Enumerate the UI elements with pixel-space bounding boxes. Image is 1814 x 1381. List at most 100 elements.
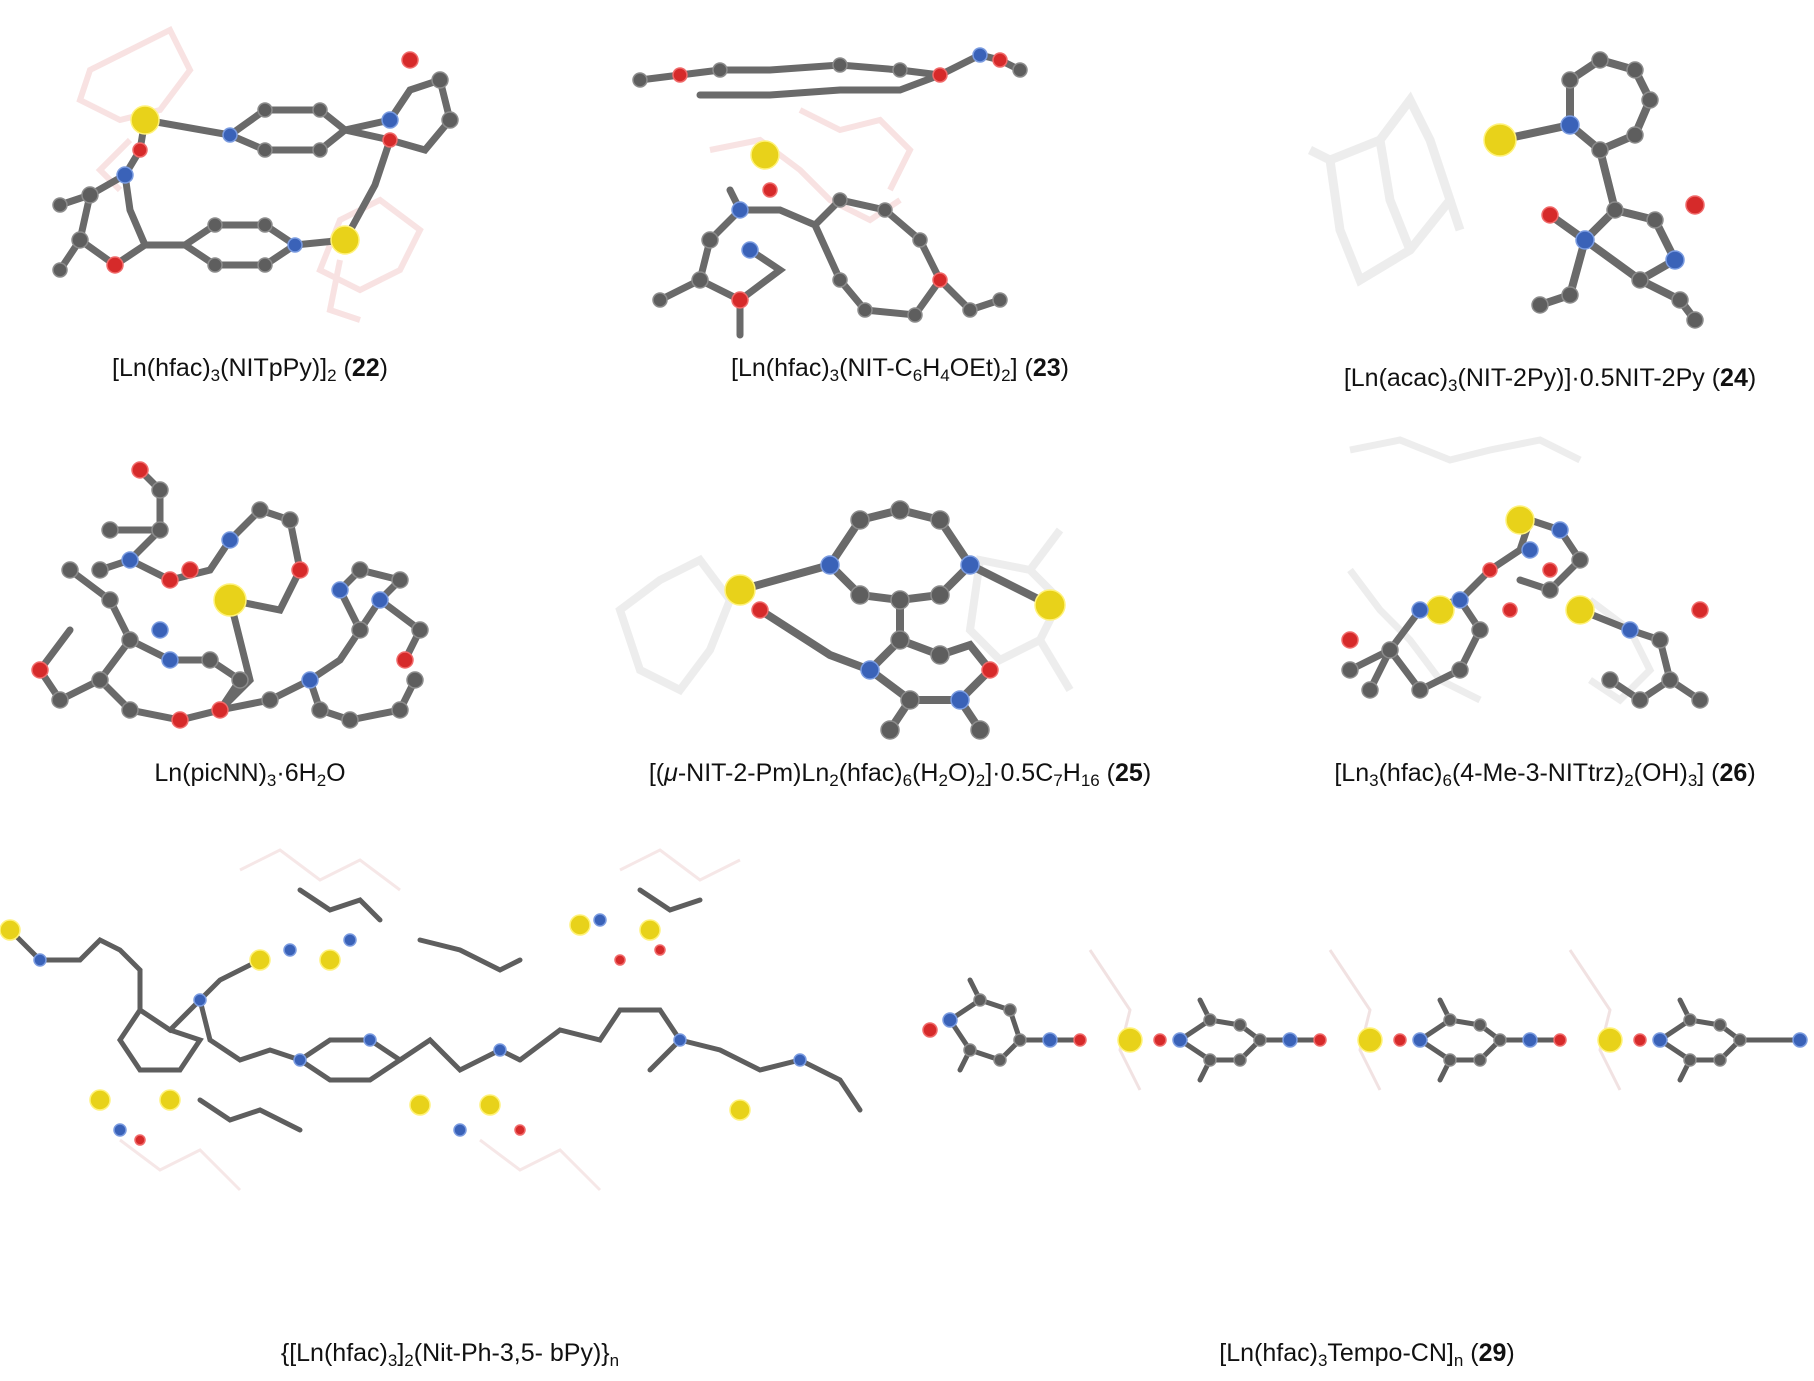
nitrogen-atom xyxy=(493,1043,507,1057)
lanthanide-atom xyxy=(1565,595,1595,625)
oxygen-atom xyxy=(981,661,999,679)
carbon-atom xyxy=(907,307,923,323)
nitrogen-atom xyxy=(1282,1032,1298,1048)
carbon-atom xyxy=(1651,631,1669,649)
oxygen-atom xyxy=(992,52,1008,68)
atom-markers xyxy=(724,500,1066,740)
molecular-structure-29 xyxy=(922,949,1808,1091)
oxygen-atom xyxy=(1313,1033,1327,1047)
structure-panel-23: [Ln(hfac)3(NIT-C6H4OEt)2] (23) xyxy=(632,0,1160,420)
carbon-atom xyxy=(850,510,870,530)
caption-picnn: Ln(picNN)3·6H2O xyxy=(154,759,346,790)
carbon-atom xyxy=(1626,126,1644,144)
lanthanide-atom xyxy=(1357,1027,1383,1053)
carbon-atom xyxy=(857,302,873,318)
nitrogen-atom xyxy=(1551,521,1569,539)
carbon-atom xyxy=(1691,691,1709,709)
carbon-atom xyxy=(312,142,328,158)
nitrogen-atom xyxy=(942,1012,958,1028)
carbon-atom xyxy=(91,561,109,579)
carbon-atom xyxy=(1713,1053,1727,1067)
oxygen-atom xyxy=(731,291,749,309)
nitrogen-atom xyxy=(731,201,749,219)
caption-29: [Ln(hfac)3Tempo-CN]n (29) xyxy=(1219,1339,1515,1370)
carbon-atom xyxy=(1626,61,1644,79)
carbon-atom xyxy=(963,1043,977,1057)
lanthanide-atom xyxy=(213,583,247,617)
carbon-atom xyxy=(880,720,900,740)
oxygen-atom xyxy=(31,661,49,679)
carbon-atom xyxy=(1601,671,1619,689)
atom-markers xyxy=(31,461,429,729)
carbon-atom xyxy=(832,57,848,73)
lanthanide-atom xyxy=(89,1089,111,1111)
nitrogen-atom xyxy=(287,237,303,253)
oxygen-atom xyxy=(1541,206,1559,224)
oxygen-atom xyxy=(922,1022,938,1038)
nitrogen-atom xyxy=(33,953,47,967)
nitrogen-atom xyxy=(121,551,139,569)
atom-markers xyxy=(1341,505,1709,709)
carbon-atom xyxy=(992,292,1008,308)
carbon-atom xyxy=(312,102,328,118)
carbon-atom xyxy=(1641,91,1659,109)
lanthanide-atom xyxy=(0,919,21,941)
nitrogen-atom xyxy=(1412,1032,1428,1048)
nitrogen-atom xyxy=(1172,1032,1188,1048)
carbon-atom xyxy=(691,271,709,289)
lanthanide-atom xyxy=(1425,595,1455,625)
nitrogen-atom xyxy=(381,111,399,129)
carbon-atom xyxy=(832,192,848,208)
atom-markers xyxy=(922,993,1808,1067)
lanthanide-atom xyxy=(130,105,160,135)
carbon-atom xyxy=(1361,681,1379,699)
atom-markers xyxy=(632,47,1028,323)
nitrogen-atom xyxy=(860,660,880,680)
nitrogen-atom xyxy=(453,1123,467,1137)
structure-panel-picnn: Ln(picNN)3·6H2O xyxy=(20,430,480,800)
carbon-atom xyxy=(1591,51,1609,69)
carbon-atom xyxy=(993,1053,1007,1067)
nitrogen-atom xyxy=(673,1033,687,1047)
nitrogen-atom xyxy=(1522,1032,1538,1048)
carbon-atom xyxy=(261,691,279,709)
carbon-atom xyxy=(1233,1018,1247,1032)
carbon-atom xyxy=(281,511,299,529)
carbon-atom xyxy=(1541,581,1559,599)
carbon-atom xyxy=(201,651,219,669)
carbon-atom xyxy=(1671,291,1689,309)
carbon-atom xyxy=(890,630,910,650)
oxygen-atom xyxy=(181,561,199,579)
lanthanide-atom xyxy=(249,949,271,971)
oxygen-atom xyxy=(762,182,778,198)
oxygen-atom xyxy=(1393,1033,1407,1047)
oxygen-atom xyxy=(654,944,666,956)
nitrogen-atom xyxy=(1521,541,1539,559)
carbon-atom xyxy=(61,561,79,579)
carbon-atom xyxy=(1471,621,1489,639)
carbon-atom xyxy=(962,302,978,318)
oxygen-atom xyxy=(1685,195,1705,215)
molecular-structure-24 xyxy=(1307,51,1705,329)
oxygen-atom xyxy=(514,1124,526,1136)
carbon-atom xyxy=(1683,1053,1697,1067)
oxygen-atom xyxy=(134,1134,146,1146)
atom-markers xyxy=(52,51,459,278)
nitrogen-atom xyxy=(593,913,607,927)
carbon-atom xyxy=(1591,141,1609,159)
structure-panel-25: [(μ-NIT-2-Pm)Ln2(hfac)6(H2O)2]·0.5C7H16 … xyxy=(600,430,1200,800)
lanthanide-atom xyxy=(319,949,341,971)
structure-panel-29: [Ln(hfac)3Tempo-CN]n (29) xyxy=(920,810,1814,1380)
carbon-atom xyxy=(912,232,928,248)
carbon-atom xyxy=(71,231,89,249)
carbon-atom xyxy=(900,690,920,710)
carbon-atom xyxy=(652,292,668,308)
carbon-atom xyxy=(101,521,119,539)
carbon-atom xyxy=(257,217,273,233)
carbon-atom xyxy=(1631,691,1649,709)
structure-panel-bpy: {[Ln(hfac)3]2(Nit-Ph-3,5- bPy)}n xyxy=(0,810,900,1380)
oxygen-atom xyxy=(171,711,189,729)
nitrogen-atom xyxy=(116,166,134,184)
carbon-atom xyxy=(632,72,648,88)
nitrogen-atom xyxy=(950,690,970,710)
